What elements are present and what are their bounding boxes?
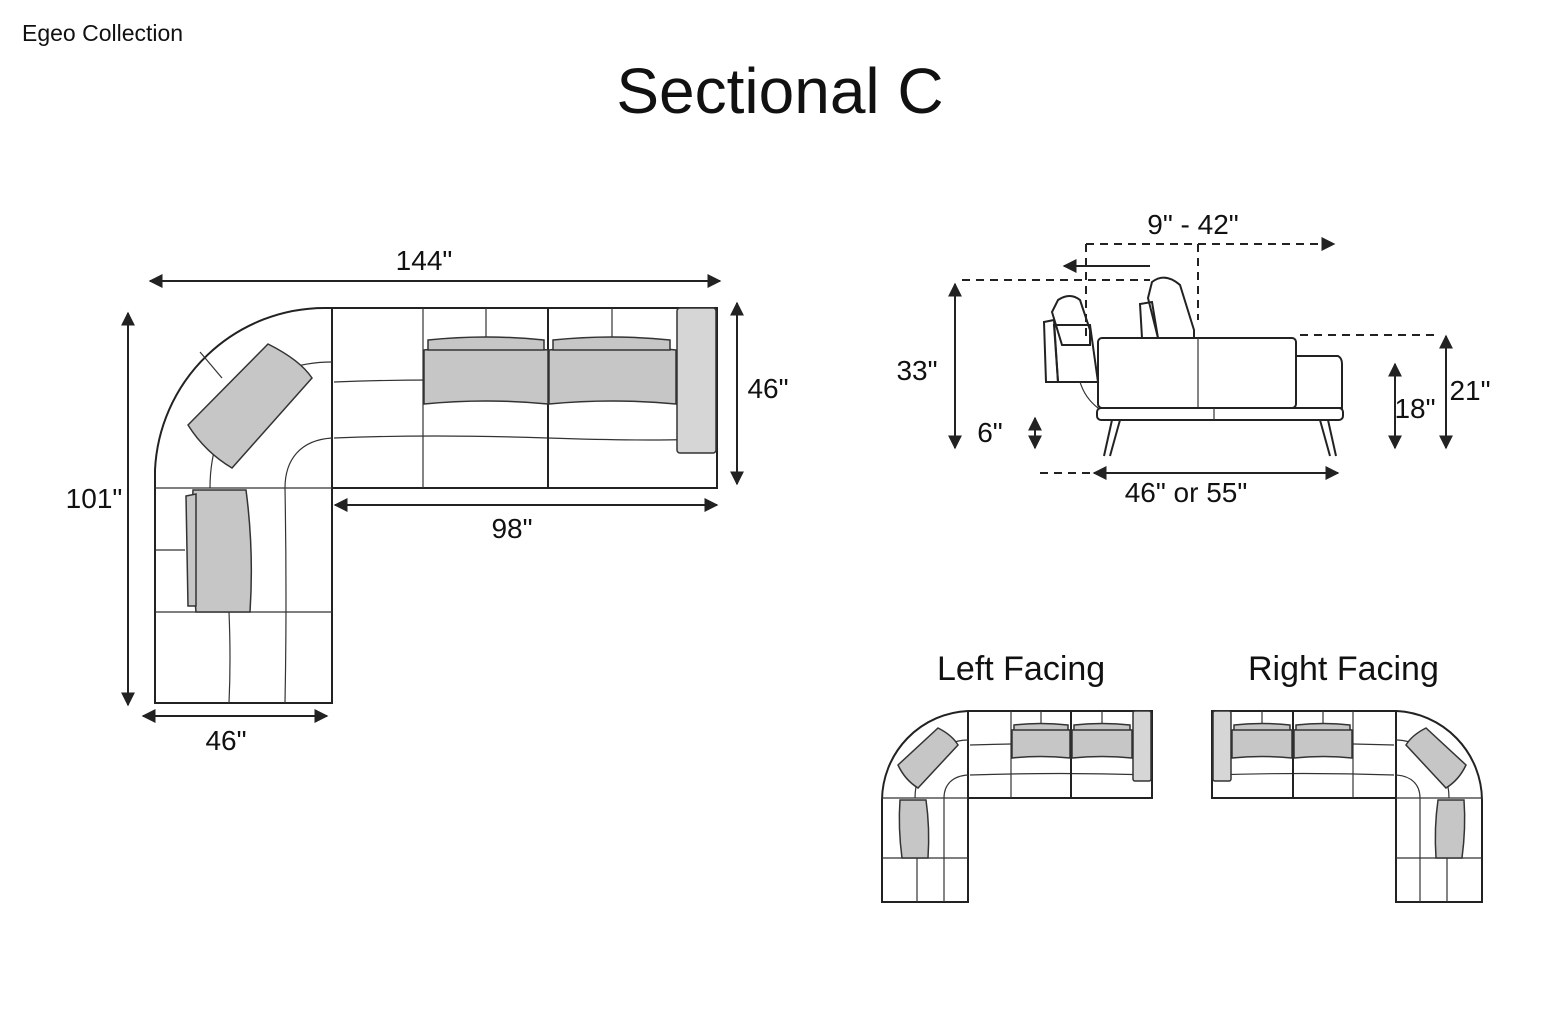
overall-height-label: 33" — [896, 355, 937, 386]
sofa-length-label: 98" — [491, 513, 532, 544]
arm-height-label: 21" — [1449, 375, 1490, 406]
chaise-width-label: 46" — [205, 725, 246, 756]
arm-depth-label: 46" — [747, 373, 788, 404]
left-facing-label: Left Facing — [937, 650, 1106, 688]
side-view-dimensions: 9" - 42" 33" 6" 18" 21" 46" or 55" — [896, 209, 1490, 508]
left-facing-drawing — [881, 710, 1153, 903]
seat-height-label: 18" — [1394, 393, 1435, 424]
right-facing-drawing — [1211, 710, 1483, 903]
top-view-drawing — [154, 306, 718, 704]
headrest-range-label: 9" - 42" — [1147, 209, 1238, 240]
brand-name: Egeo Collection — [22, 20, 184, 46]
overall-depth-label: 101" — [66, 483, 123, 514]
page-title: Sectional C — [616, 55, 944, 127]
top-view-dimensions: 144" 101" 46" 98" 46" — [66, 245, 789, 756]
side-view-drawing — [1042, 276, 1344, 457]
overall-width-label: 144" — [396, 245, 453, 276]
leg-height-label: 6" — [977, 417, 1003, 448]
right-facing-label: Right Facing — [1248, 650, 1439, 688]
seat-depth-label: 46" or 55" — [1125, 477, 1248, 508]
